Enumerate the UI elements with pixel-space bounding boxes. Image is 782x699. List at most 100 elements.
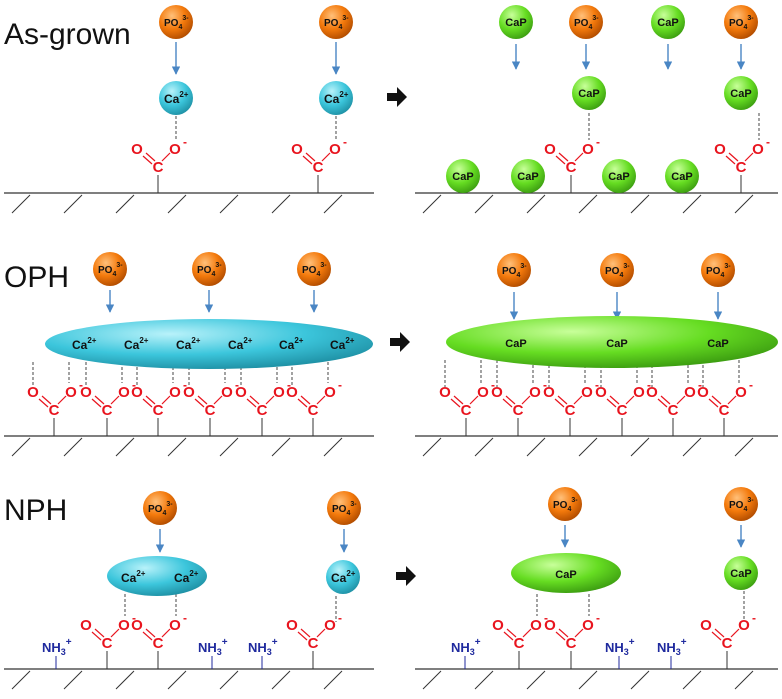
carbonyl-bond <box>300 628 311 638</box>
carbonyl-bond <box>711 631 722 641</box>
substrate-hatch <box>167 670 187 690</box>
carbon-atom: C <box>257 402 268 419</box>
oxygen-atom: O <box>544 141 556 158</box>
oxygen-atom: O <box>492 617 504 634</box>
calcium-phosphate-label: CaP <box>657 17 678 29</box>
oxygen-atom: O <box>131 617 143 634</box>
oxygen-atom: O <box>80 617 92 634</box>
phosphate-ion <box>497 253 531 287</box>
negative-charge: - <box>596 135 600 149</box>
phosphate-ion <box>724 5 758 39</box>
negative-charge: - <box>749 378 753 392</box>
negative-charge: - <box>183 135 187 149</box>
calcium-phosphate-label: CaP <box>578 88 599 100</box>
right-arrow-icon <box>387 87 407 107</box>
oxygen-atom: O <box>581 384 593 401</box>
substrate-hatch <box>63 670 83 690</box>
substrate-hatch <box>526 670 546 690</box>
oxygen-atom: O <box>324 384 336 401</box>
carbonyl-bond <box>506 628 517 638</box>
substrate-hatch <box>63 437 83 457</box>
ammonium-group: NH3+ <box>248 637 278 657</box>
calcium-label: Ca2+ <box>121 569 146 585</box>
calcium-phosphate-particle <box>499 5 533 39</box>
carbonyl-bond <box>142 155 153 165</box>
oxygen-atom: O <box>752 141 764 158</box>
oxygen-atom: O <box>291 141 303 158</box>
oxygen-atom: O <box>286 384 298 401</box>
oxygen-bond <box>265 395 275 405</box>
calcium-label: Ca2+ <box>176 336 201 352</box>
substrate-hatch <box>734 670 754 690</box>
calcium-phosphate-label: CaP <box>517 171 538 183</box>
substrate-hatch <box>630 670 650 690</box>
carbon-atom: C <box>514 635 525 652</box>
negative-charge: - <box>132 378 136 392</box>
negative-charge: - <box>183 378 187 392</box>
carbonyl-bond <box>728 152 739 162</box>
phosphate-ion <box>569 5 603 39</box>
carbonyl-bond <box>145 628 156 638</box>
negative-charge: - <box>766 135 770 149</box>
carbonyl-bond <box>305 152 316 162</box>
oxygen-atom: O <box>543 384 555 401</box>
calcium-phosphate-label: CaP <box>555 569 576 581</box>
oxygen-atom: O <box>273 384 285 401</box>
negative-charge: - <box>698 378 702 392</box>
substrate-hatch <box>167 194 187 214</box>
ammonium-group: NH3+ <box>657 637 687 657</box>
oxygen-bond <box>161 628 171 638</box>
oxygen-bond <box>573 395 583 405</box>
carbon-atom: C <box>722 635 733 652</box>
carbon-atom: C <box>153 635 164 652</box>
carbonyl-bond <box>502 398 513 408</box>
substrate-hatch <box>115 194 135 214</box>
substrate-hatch <box>219 670 239 690</box>
oxygen-bond <box>57 395 67 405</box>
carbonyl-bond <box>145 395 156 405</box>
carbonyl-bond <box>94 628 105 638</box>
carbonyl-bond <box>714 628 725 638</box>
oxygen-atom: O <box>582 141 594 158</box>
carbonyl-bond <box>503 631 514 641</box>
oxygen-atom: O <box>65 384 77 401</box>
calcium-label: Ca2+ <box>324 90 349 106</box>
oxygen-atom: O <box>582 617 594 634</box>
oxygen-atom: O <box>477 384 489 401</box>
carbonyl-bond <box>297 398 308 408</box>
carbonyl-bond <box>38 398 49 408</box>
substrate-hatch <box>219 437 239 457</box>
negative-charge: - <box>132 611 136 625</box>
phosphate-ion <box>297 252 331 286</box>
calcium-polymer-complex <box>45 319 373 369</box>
oxygen-bond <box>521 395 531 405</box>
substrate-hatch <box>422 437 442 457</box>
substrate-hatch <box>474 437 494 457</box>
oxygen-atom: O <box>183 384 195 401</box>
phosphate-label: PO43- <box>324 15 349 31</box>
substrate-hatch <box>271 670 291 690</box>
substrate-hatch <box>682 194 702 214</box>
oxygen-atom: O <box>595 384 607 401</box>
carbonyl-bond <box>555 155 566 165</box>
phosphate-label: PO43- <box>553 497 578 513</box>
phosphate-ion <box>548 487 582 521</box>
oxygen-bond <box>321 152 331 162</box>
phosphate-ion <box>319 5 353 39</box>
oxygen-bond <box>730 628 740 638</box>
carbon-atom: C <box>566 635 577 652</box>
negative-charge: - <box>183 611 187 625</box>
oxygen-bond <box>574 628 584 638</box>
oxygen-bond <box>469 395 479 405</box>
oxygen-atom: O <box>700 617 712 634</box>
calcium-ion <box>326 560 360 594</box>
carbonyl-bond <box>558 152 569 162</box>
oxygen-bond <box>625 395 635 405</box>
oxygen-atom: O <box>738 617 750 634</box>
calcium-phosphate-particle <box>724 556 758 590</box>
carbon-atom: C <box>566 159 577 176</box>
oxygen-bond <box>676 395 686 405</box>
negative-charge: - <box>79 378 83 392</box>
negative-charge: - <box>647 378 651 392</box>
